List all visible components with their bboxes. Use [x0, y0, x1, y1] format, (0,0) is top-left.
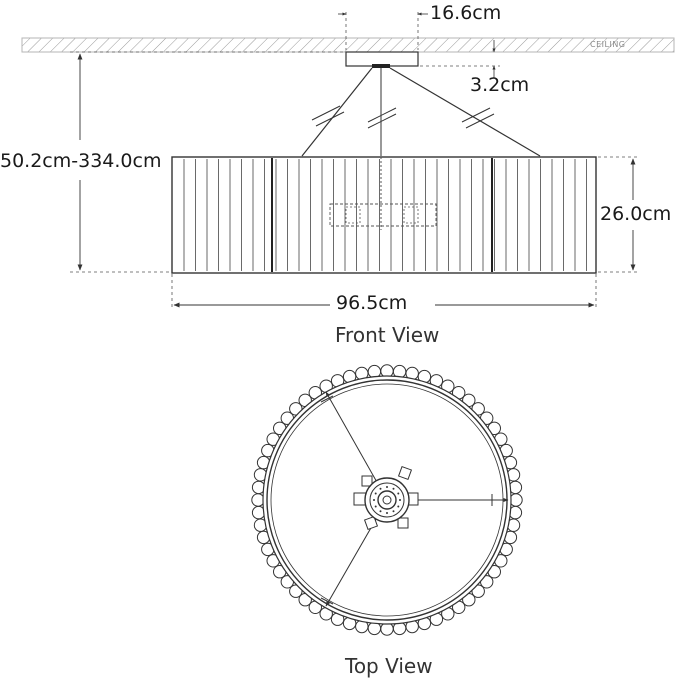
ceiling-label: CEILING: [590, 40, 626, 49]
shade-top-view: [251, 364, 523, 636]
hub-dot: [379, 487, 382, 490]
hub-dot: [374, 505, 377, 508]
crystal-bead: [509, 493, 523, 507]
shade-height-dimension: [598, 156, 640, 273]
hub-dot: [392, 487, 395, 490]
shade-diameter-dimension: [171, 274, 597, 310]
canopy-width-label: 16.6cm: [430, 2, 502, 24]
canopy: [345, 51, 419, 68]
shade-slats: [183, 158, 587, 272]
hub-dot: [373, 499, 375, 501]
crystal-bead: [380, 364, 394, 378]
hub-dot: [386, 512, 388, 514]
hub-dot: [392, 510, 395, 513]
hub-dot: [399, 499, 401, 501]
shade-diameter-label: 96.5cm: [336, 292, 408, 314]
top-view-label: Top View: [345, 654, 433, 678]
overall-height-dimension: [70, 51, 345, 273]
crystal-bead: [251, 493, 265, 507]
shade-front: [171, 156, 597, 274]
hub-dot: [379, 510, 382, 513]
overall-height-label: 50.2cm-334.0cm: [0, 150, 162, 172]
suspension-cables: [301, 67, 541, 157]
canopy-width-dimension: [338, 12, 428, 50]
hub-dot: [374, 492, 377, 495]
shade-height-label: 26.0cm: [600, 203, 672, 225]
canopy-height-dimension: [420, 40, 500, 78]
hub-dot: [397, 505, 400, 508]
front-view-label: Front View: [335, 323, 440, 347]
canopy-height-label: 3.2cm: [470, 74, 530, 96]
crystal-bead: [380, 622, 394, 636]
hub-dot: [386, 486, 388, 488]
hub-dot: [397, 492, 400, 495]
bead-ring: [251, 364, 523, 636]
ceiling-band: [21, 37, 675, 53]
